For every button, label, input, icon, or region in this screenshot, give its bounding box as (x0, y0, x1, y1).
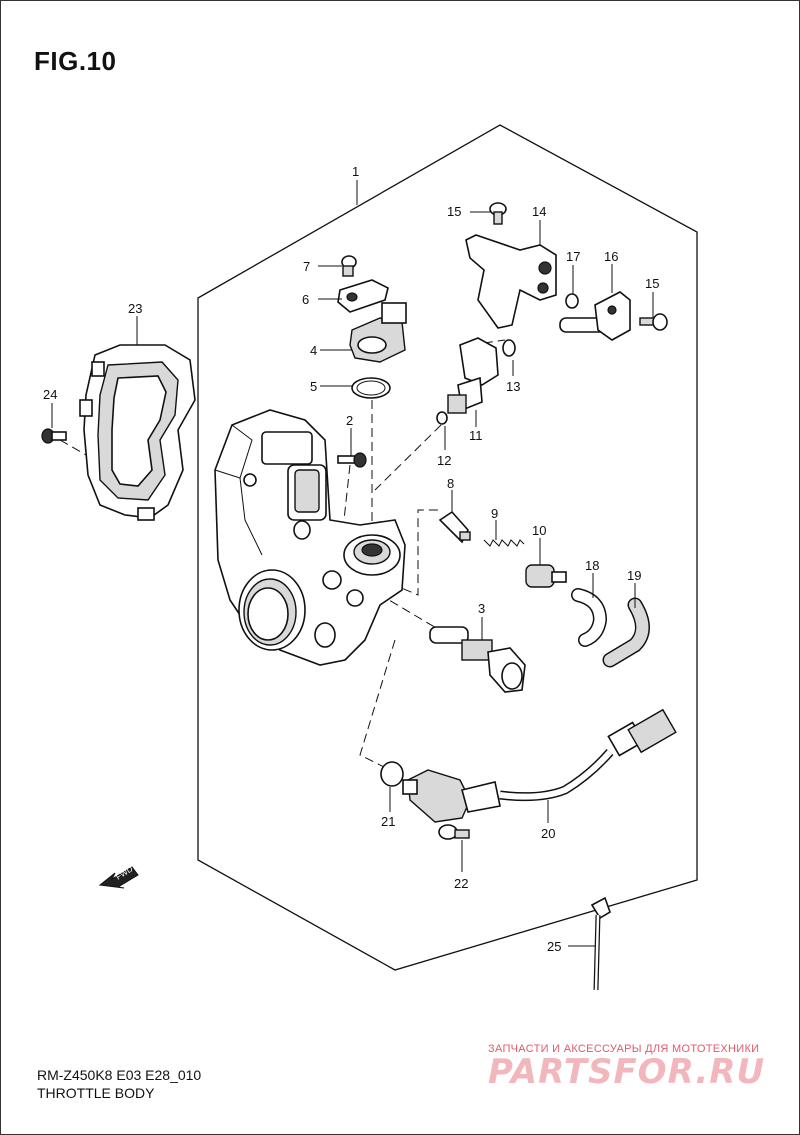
part-21-o-ring (380, 761, 404, 787)
callout-12: 12 (437, 453, 451, 468)
callout-17: 17 (566, 249, 580, 264)
callout-9: 9 (491, 506, 498, 521)
callout-15-right: 15 (645, 276, 659, 291)
callout-18: 18 (585, 558, 599, 573)
part-3-valve (429, 626, 526, 693)
callout-14: 14 (532, 204, 546, 219)
part-25-cable-tie (590, 896, 611, 991)
fwd-arrow-icon: FWD (98, 864, 139, 889)
callout-4: 4 (310, 343, 317, 358)
callout-6: 6 (302, 292, 309, 307)
callout-2: 2 (346, 413, 353, 428)
callout-20: 20 (541, 826, 555, 841)
assembly-boundary (197, 124, 698, 971)
part-4-sensor (349, 302, 407, 363)
part-12-o-ring (436, 411, 448, 425)
diagram-code: RM-Z450K8 E03 E28_010 (37, 1067, 202, 1083)
part-2-screw (337, 452, 367, 468)
callout-22: 22 (454, 876, 468, 891)
watermark-tagline: ЗАПЧАСТИ И АКСЕССУАРЫ ДЛЯ МОТОТЕХНИКИ (488, 1043, 760, 1055)
callout-25: 25 (547, 939, 561, 954)
callout-5: 5 (310, 379, 317, 394)
part-8-plunger (438, 510, 471, 544)
callout-3: 3 (478, 601, 485, 616)
diagram-name: THROTTLE BODY (37, 1085, 155, 1101)
part-11-injector (447, 337, 499, 414)
callout-13: 13 (506, 379, 520, 394)
part-9-spring (483, 539, 525, 547)
callout-1: 1 (352, 164, 359, 179)
part-6-bracket (337, 279, 389, 313)
part-22-screw (438, 824, 470, 840)
part-10-fitting (525, 564, 567, 588)
throttle-body (214, 409, 406, 666)
part-14-bracket (465, 234, 557, 329)
callout-10: 10 (532, 523, 546, 538)
part-16-fitting (559, 291, 631, 341)
figure-title: FIG.10 (34, 46, 117, 76)
callout-19: 19 (627, 568, 641, 583)
part-15-screw-top (489, 202, 507, 225)
callout-8: 8 (447, 476, 454, 491)
part-15-screw-right (639, 313, 668, 331)
callout-23: 23 (128, 301, 142, 316)
part-19-hose-elbow (602, 597, 650, 668)
callout-11: 11 (469, 428, 483, 443)
leader-lines (51, 180, 654, 947)
watermark-brand: PARTSFOR.RU (488, 1052, 766, 1092)
part-20-sensor-cable (402, 708, 677, 823)
callouts: 1 2 3 4 5 6 7 8 9 10 11 12 13 14 15 15 1… (43, 164, 659, 954)
part-17-o-ring (565, 293, 579, 309)
part-24-screw (41, 428, 67, 444)
part-23-cover (79, 344, 196, 521)
part-7-screw (341, 255, 357, 277)
callout-21: 21 (381, 814, 395, 829)
part-13-o-ring (502, 339, 516, 357)
callout-16: 16 (604, 249, 618, 264)
callout-7: 7 (303, 259, 310, 274)
callout-15-top: 15 (447, 204, 461, 219)
callout-24: 24 (43, 387, 57, 402)
